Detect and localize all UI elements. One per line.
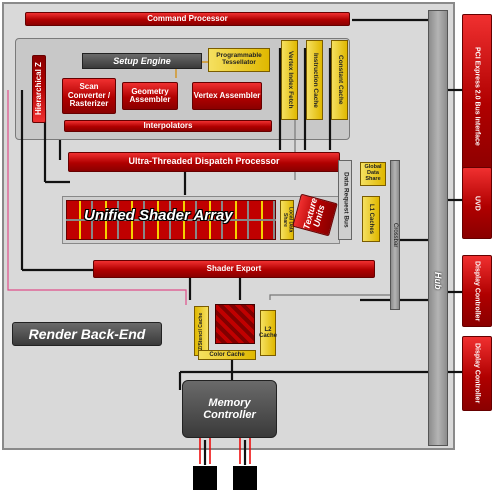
simd-row-divider bbox=[66, 219, 276, 221]
shader-export-block: Shader Export bbox=[93, 260, 375, 278]
global-data-share-block: Global Data Share bbox=[360, 162, 386, 186]
render-back-end-label: Render Back-End bbox=[12, 322, 162, 346]
hub-block bbox=[428, 10, 448, 446]
memory-chip-1 bbox=[193, 466, 217, 490]
l1-caches-block: L1 Caches bbox=[362, 196, 380, 242]
geometry-assembler-block: Geometry Assembler bbox=[122, 82, 178, 110]
programmable-tessellator-block: Programmable Tessellator bbox=[208, 48, 270, 72]
data-request-bus-block: Data Request Bus bbox=[338, 160, 352, 240]
instruction-cache-block: Instruction Cache bbox=[306, 40, 323, 120]
crossbar-block: Crossbar bbox=[390, 160, 400, 310]
scan-converter-block: Scan Converter / Rasterizer bbox=[62, 78, 116, 114]
color-cache-block: Color Cache bbox=[198, 350, 256, 360]
display-controller-1-block: Display Controller bbox=[462, 255, 492, 327]
display-controller-2-block: Display Controller bbox=[462, 336, 492, 411]
constant-cache-block: Constant Cache bbox=[331, 40, 348, 120]
pci-express-block: PCI Express 2.0 Bus Interface bbox=[462, 14, 492, 179]
hierarchical-z-block: Hierarchical Z bbox=[32, 55, 46, 123]
memory-controller-block: Memory Controller bbox=[182, 380, 277, 438]
interpolators-block: Interpolators bbox=[64, 120, 272, 132]
z-stencil-cache-block: Z/Stencil Cache bbox=[194, 306, 209, 356]
unified-shader-array-label: Unified Shader Array bbox=[84, 207, 233, 224]
hub-label: Hub bbox=[433, 272, 443, 290]
setup-engine-block: Setup Engine bbox=[82, 53, 202, 69]
render-back-end-core bbox=[215, 304, 255, 344]
l2-cache-block: L2 Cache bbox=[259, 310, 277, 356]
local-data-share-block: Local Data Share bbox=[280, 200, 294, 240]
command-processor-block: Command Processor bbox=[25, 12, 350, 26]
ultra-threaded-dispatch-block: Ultra-Threaded Dispatch Processor bbox=[68, 152, 340, 172]
vertex-index-fetch-block: Vertex Index Fetch bbox=[281, 40, 298, 120]
uvd-block: UVD bbox=[462, 167, 492, 239]
vertex-assembler-block: Vertex Assembler bbox=[192, 82, 262, 110]
memory-chip-2 bbox=[233, 466, 257, 490]
